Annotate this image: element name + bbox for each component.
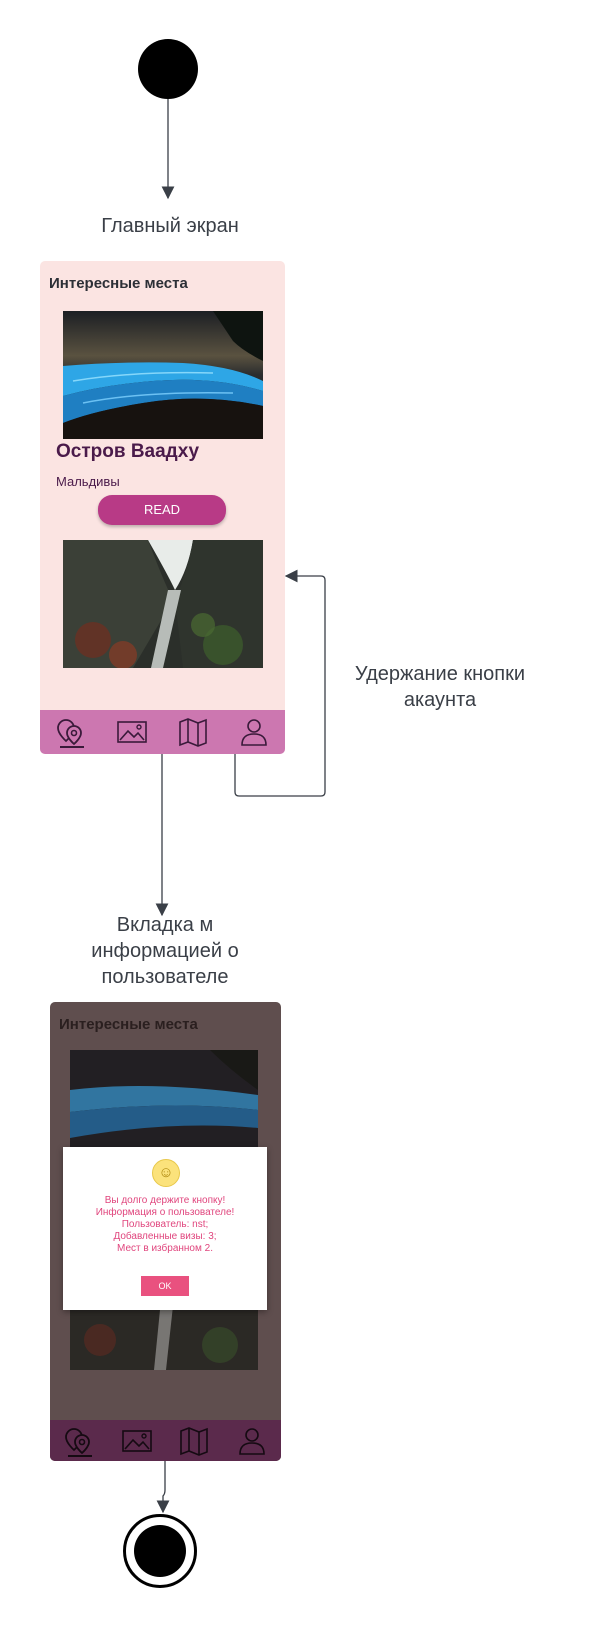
bottom-tabbar	[50, 1420, 281, 1461]
bioluminescent-beach-image[interactable]	[63, 311, 263, 439]
dialog-line-3: Пользователь: nst;	[121, 1219, 209, 1230]
ok-button[interactable]: OK	[141, 1276, 189, 1296]
start-node	[138, 39, 198, 99]
tab-gallery[interactable]	[117, 1423, 157, 1459]
card-title: Остров Ваадху	[56, 441, 200, 462]
location-icon	[64, 1427, 92, 1457]
gallery-icon	[117, 721, 147, 743]
end-node	[123, 1514, 197, 1588]
arrow-info-to-end	[156, 1461, 170, 1514]
arrow-self-loop-hold	[234, 569, 326, 797]
dialog-line-1: Вы долго держите кнопку!	[104, 1195, 226, 1206]
label-main-screen: Главный экран	[101, 215, 239, 237]
mountain-stairs-image[interactable]	[63, 540, 263, 668]
card-subtitle: Мальдивы	[56, 474, 120, 489]
user-info-screen-mockup: Интересные места ☺ Вы долго держите кноп…	[50, 1002, 281, 1461]
user-info-dialog: ☺ Вы долго держите кнопку! Информация о …	[63, 1147, 267, 1310]
label-hold-account: Удержание кнопки акаунта	[354, 663, 526, 711]
bottom-tabbar	[40, 710, 285, 754]
dialog-line-2: Информация о пользователе!	[95, 1207, 235, 1218]
tab-account[interactable]	[234, 714, 274, 750]
tab-account[interactable]	[232, 1423, 272, 1459]
dialog-line-5: Мест в избранном 2.	[117, 1243, 213, 1254]
tab-location[interactable]	[51, 714, 91, 750]
account-icon	[241, 719, 268, 746]
end-node-core	[134, 1525, 186, 1577]
smiley-icon: ☺	[152, 1159, 180, 1187]
screen-title: Интересные места	[59, 1016, 198, 1033]
gallery-icon	[121, 1429, 152, 1452]
main-screen-mockup: Интересные места Остров Ваадху Мальдивы …	[40, 261, 285, 754]
tab-map[interactable]	[174, 1423, 214, 1459]
tab-gallery[interactable]	[112, 714, 152, 750]
screen-title: Интересные места	[49, 275, 188, 292]
map-icon	[179, 718, 207, 747]
tab-location[interactable]	[59, 1423, 99, 1459]
tab-map[interactable]	[173, 714, 213, 750]
label-user-info-tab: Вкладка м информацией о пользователе	[91, 914, 239, 988]
read-button[interactable]: READ	[98, 495, 226, 525]
account-icon	[239, 1427, 265, 1455]
dialog-line-4: Добавленные визы: 3;	[113, 1231, 217, 1242]
map-icon	[180, 1426, 209, 1456]
location-icon	[56, 719, 84, 748]
